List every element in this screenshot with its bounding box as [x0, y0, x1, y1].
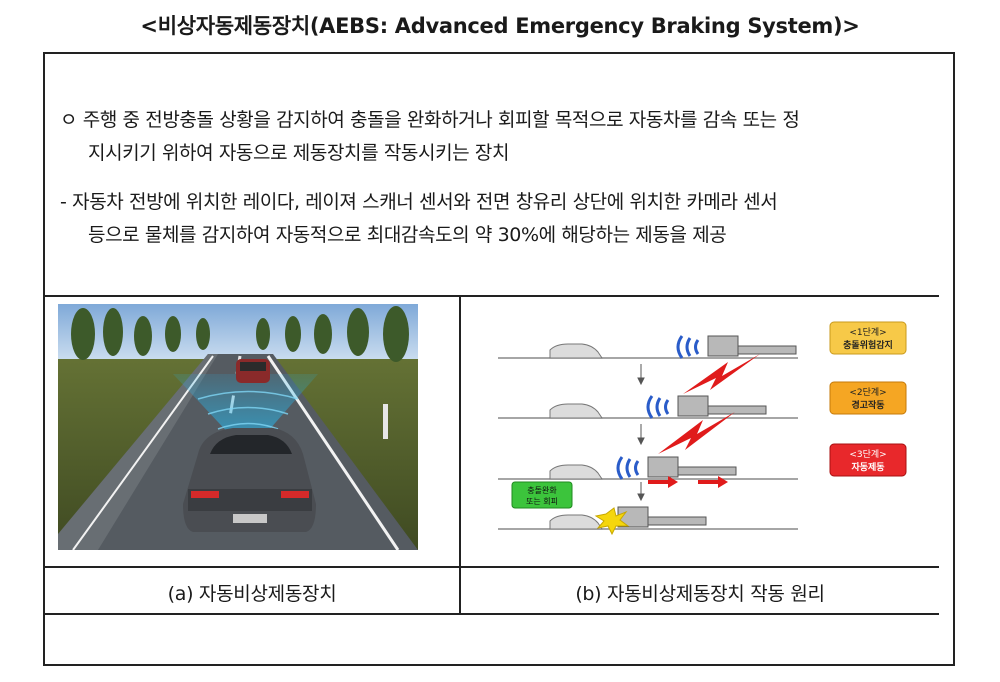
- paragraph-definition: ㅇ 주행 중 전방충돌 상황을 감지하여 충돌을 완화하거나 회피할 목적으로 …: [60, 104, 960, 170]
- stage3-desc: 자동제동: [851, 461, 884, 473]
- content-frame: [43, 52, 955, 666]
- stage2-label: <2단계>: [849, 386, 886, 398]
- table-rule-middle: [43, 566, 939, 568]
- aebs-car-photo: [58, 304, 418, 550]
- page-title: <비상자동제동장치(AEBS: Advanced Emergency Braki…: [140, 14, 860, 38]
- definition-line-1: 주행 중 전방충돌 상황을 감지하여 충돌을 완화하거나 회피할 목적으로 자동…: [82, 109, 800, 131]
- caption-b: (b) 자동비상제동장치 작동 원리: [575, 583, 825, 605]
- avoid-label-1: 충돌완화: [527, 486, 557, 495]
- bullet-circle: ㅇ: [60, 109, 78, 131]
- sensors-line-1: 자동차 전방에 위치한 레이다, 레이져 스캐너 센서와 전면 창유리 상단에 …: [72, 191, 778, 213]
- aebs-principle-diagram: <1단계> 충돌위험감지 <2단계> 경고작동 <3단계> 자동제동 충돌완화 …: [498, 314, 918, 540]
- stage1-desc: 충돌위험감지: [843, 339, 893, 351]
- stage2-desc: 경고작동: [851, 399, 884, 411]
- bullet-dash: -: [60, 191, 67, 213]
- table-rule-top: [43, 295, 939, 297]
- sensors-line-2: 등으로 물체를 감지하여 자동적으로 최대감속도의 약 30%에 해당하는 제동…: [88, 224, 727, 246]
- caption-a: (a) 자동비상제동장치: [167, 583, 337, 605]
- paragraph-sensors: - 자동차 전방에 위치한 레이다, 레이져 스캐너 센서와 전면 창유리 상단…: [60, 186, 960, 252]
- table-rule-bottom: [43, 613, 939, 615]
- stage1-label: <1단계>: [849, 326, 886, 338]
- avoid-label-2: 또는 회피: [526, 497, 558, 506]
- definition-line-2: 지시키기 위하여 자동으로 제동장치를 작동시키는 장치: [88, 142, 510, 164]
- table-divider: [459, 295, 461, 615]
- stage3-label: <3단계>: [849, 448, 886, 460]
